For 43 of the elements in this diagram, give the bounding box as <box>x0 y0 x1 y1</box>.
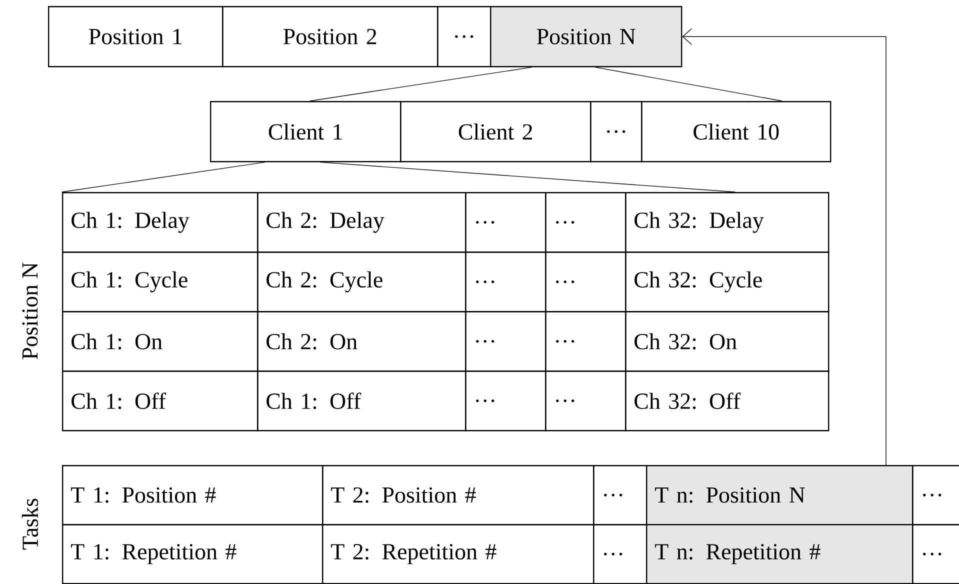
highlighted-cell: T n: Position N <box>646 465 914 526</box>
table-cell: T 1: Position # <box>62 465 324 526</box>
table-cell: Client 1 <box>210 101 402 162</box>
table-cell: … <box>545 370 626 432</box>
table-cell: Ch 1: Cycle <box>62 252 258 312</box>
table-cell: Client 10 <box>641 101 832 162</box>
table-cell: Ch 32: Cycle <box>625 252 830 312</box>
table-cell: Ch 1: Off <box>62 370 258 432</box>
table-cell: … <box>465 192 546 253</box>
table-cell: T 1: Repetition # <box>62 524 324 584</box>
table-cell: Position 2 <box>222 6 438 68</box>
table-cell: … <box>545 252 626 312</box>
row-label: Tasks <box>22 498 38 550</box>
table-cell: … <box>590 101 642 162</box>
table-cell: Ch 2: Cycle <box>257 252 466 312</box>
table-cell: … <box>465 370 546 432</box>
table-cell: … <box>912 465 959 526</box>
table-cell: T 2: Position # <box>322 465 594 526</box>
table-cell: Ch 2: On <box>257 311 466 372</box>
table-cell: … <box>545 311 626 372</box>
table-cell: Ch 2: Delay <box>257 192 466 253</box>
row-label: Position N <box>22 262 38 360</box>
table-cell: Position 1 <box>48 6 224 68</box>
table-cell: Ch 32: Off <box>625 370 830 432</box>
connector-line <box>62 162 266 192</box>
table-cell: Ch 1: Off <box>257 370 466 432</box>
connector-line <box>320 162 736 192</box>
table-cell: … <box>912 524 959 584</box>
connector-line <box>310 66 532 102</box>
table-cell: Ch 1: On <box>62 311 258 372</box>
highlighted-cell: Position N <box>490 6 682 68</box>
table-cell: … <box>465 311 546 372</box>
table-cell: … <box>465 252 546 312</box>
table-cell: … <box>593 524 648 584</box>
table-cell: Ch 32: Delay <box>625 192 830 253</box>
table-cell: … <box>545 192 626 253</box>
highlighted-cell: T n: Repetition # <box>646 524 914 584</box>
table-cell: T 2: Repetition # <box>322 524 594 584</box>
table-cell: Ch 1: Delay <box>62 192 258 253</box>
table-cell: Ch 32: On <box>625 311 830 372</box>
connector-line <box>594 66 782 102</box>
table-cell: Client 2 <box>400 101 592 162</box>
arrow <box>682 28 886 466</box>
